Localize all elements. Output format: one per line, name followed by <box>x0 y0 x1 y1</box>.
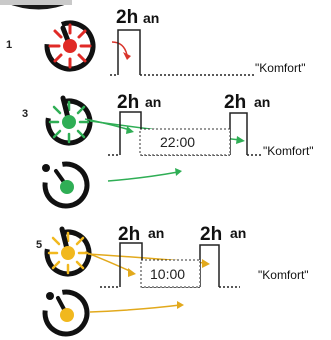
an-label-5a: an <box>148 225 164 241</box>
knob-dot-green <box>62 115 76 129</box>
an-label-1a: an <box>143 10 159 26</box>
duration-label-5b: 2h <box>200 224 222 245</box>
timeline-3 <box>108 111 262 156</box>
duration-label-3a: 2h <box>117 92 139 113</box>
knob-dot-yellow-small <box>60 308 74 322</box>
step-number-5: 5 <box>36 239 42 251</box>
an-label-3a: an <box>145 94 161 110</box>
row-5: 5 <box>36 224 309 337</box>
cropped-icon-top <box>0 0 72 10</box>
step-number-1: 1 <box>6 39 12 51</box>
arrow-red <box>111 41 131 60</box>
timer-knob-icon-green <box>45 95 93 146</box>
timeline-1 <box>110 29 255 76</box>
mode-label-5: "Komfort" <box>258 268 309 282</box>
knob-dot-red <box>63 39 77 53</box>
knob-dot-green-small <box>60 180 74 194</box>
timer-knob-icon-yellow <box>44 226 92 277</box>
mode-label-3: "Komfort" <box>263 144 314 158</box>
row-1: 1 2h an "Kom <box>6 7 306 76</box>
an-label-5b: an <box>230 225 246 241</box>
row-3: 3 <box>22 92 314 209</box>
time-label-5: 10:00 <box>150 266 185 282</box>
mode-label-1: "Komfort" <box>255 61 306 75</box>
knob-dot-yellow <box>61 246 75 260</box>
timer-knob-icon-green-small <box>42 161 90 209</box>
duration-label-1a: 2h <box>116 7 138 28</box>
duration-label-5a: 2h <box>118 224 140 245</box>
an-label-3b: an <box>254 94 270 110</box>
duration-label-3b: 2h <box>224 92 246 113</box>
timer-knob-icon-yellow-small <box>42 289 90 337</box>
time-label-3: 22:00 <box>160 134 195 150</box>
timeline-5 <box>100 242 240 288</box>
step-number-3: 3 <box>22 108 28 120</box>
timer-knob-icon-red <box>44 20 96 72</box>
